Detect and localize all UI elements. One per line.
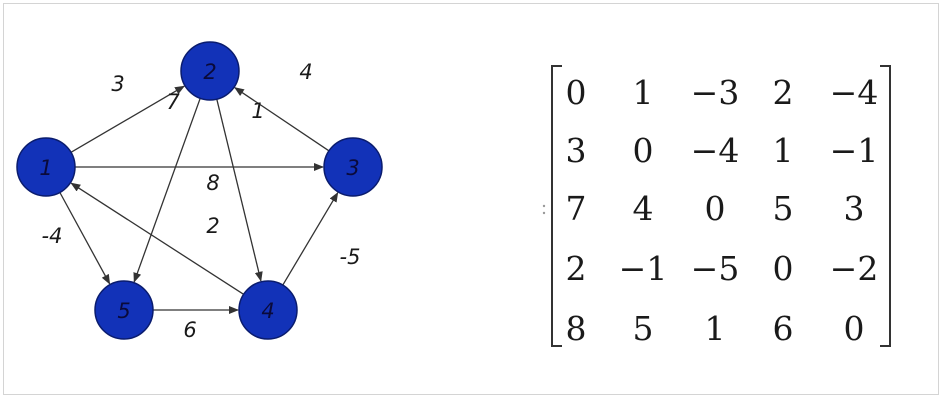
edge-4-to-1: [70, 182, 244, 295]
matrix-cell-r3-c2: 4: [633, 189, 654, 228]
edge-weight-1-2: 3: [111, 72, 124, 96]
matrix-right-bracket: [880, 65, 891, 347]
node-label-1: 1: [39, 156, 52, 180]
node-5: [94, 280, 154, 340]
node-label-4: 4: [261, 299, 274, 323]
matrix-cell-r5-c2: 5: [633, 309, 654, 348]
node-2: [180, 41, 240, 101]
matrix-cell-r2-c2: 0: [633, 131, 654, 170]
edge-weight-2-4: 1: [251, 99, 264, 123]
matrix-cell-r5-c3: 1: [705, 309, 726, 348]
edge-weight-5-4: 6: [183, 318, 196, 342]
edge-weight-4-1: 2: [206, 214, 219, 238]
matrix-left-bracket: [551, 65, 562, 347]
node-label-5: 5: [117, 299, 130, 323]
matrix-cell-r4-c3: −5: [691, 249, 740, 288]
edge-weight-1-3: 8: [206, 171, 219, 195]
matrix-cell-r2-c3: −4: [691, 131, 740, 170]
edge-weight-2-5: 7: [166, 90, 180, 114]
matrix-cell-r5-c1: 8: [566, 309, 587, 348]
edge-weight-3-2: 4: [299, 60, 312, 84]
node-3: [323, 137, 383, 197]
edge-1-to-2: [70, 85, 185, 153]
matrix-cell-r3-c5: 3: [844, 189, 865, 228]
node-label-2: 2: [203, 60, 216, 84]
weight-matrix: 0 1 −3 2 −4 3 0 −4 1 −1 7 4 0 5 3 2 −1 −5 0 −2 8 5 1 6 0: [542, 65, 891, 348]
matrix-cell-r1-c1: 0: [566, 73, 587, 112]
node-1: [16, 137, 76, 197]
matrix-ellipsis-dot: [542, 204, 546, 208]
graph-edge-weights: 3 7 4 1 8 2 -4 -5 6: [42, 60, 361, 342]
figure-frame: [3, 3, 939, 395]
matrix-cell-r1-c4: 2: [773, 73, 794, 112]
matrix-cell-r3-c1: 7: [566, 189, 587, 228]
edge-3-to-2: [234, 87, 330, 152]
edge-2-to-4: [216, 99, 263, 282]
matrix-cell-r4-c4: 0: [773, 249, 794, 288]
matrix-cell-r3-c4: 5: [773, 189, 794, 228]
matrix-cell-r4-c1: 2: [566, 249, 587, 288]
matrix-cell-r4-c5: −2: [830, 249, 879, 288]
matrix-cell-r2-c4: 1: [773, 131, 794, 170]
node-4: [238, 280, 298, 340]
edge-1-to-5: [59, 192, 111, 285]
edge-weight-1-5: -4: [42, 224, 63, 248]
matrix-cell-r5-c4: 6: [773, 309, 794, 348]
matrix-cell-r1-c3: −3: [691, 73, 740, 112]
node-label-3: 3: [346, 156, 359, 180]
matrix-cell-r1-c2: 1: [633, 73, 654, 112]
matrix-cell-r5-c5: 0: [844, 309, 865, 348]
edge-4-to-3: [282, 191, 339, 286]
matrix-cells: 0 1 −3 2 −4 3 0 −4 1 −1 7 4 0 5 3 2 −1 −5 0 −2 8 5 1 6 0: [566, 73, 879, 348]
edge-weight-4-3: -5: [340, 245, 361, 269]
edge-2-to-5: [133, 98, 201, 283]
graph-edges: [59, 85, 339, 314]
matrix-cell-r2-c5: −1: [830, 131, 879, 170]
matrix-cell-r4-c2: −1: [619, 249, 668, 288]
matrix-ellipsis-dot: [542, 211, 546, 215]
graph-nodes: 1 2 3 4 5: [16, 41, 383, 340]
matrix-cell-r2-c1: 3: [566, 131, 587, 170]
matrix-cell-r3-c3: 0: [705, 189, 726, 228]
matrix-cell-r1-c5: −4: [830, 73, 879, 112]
